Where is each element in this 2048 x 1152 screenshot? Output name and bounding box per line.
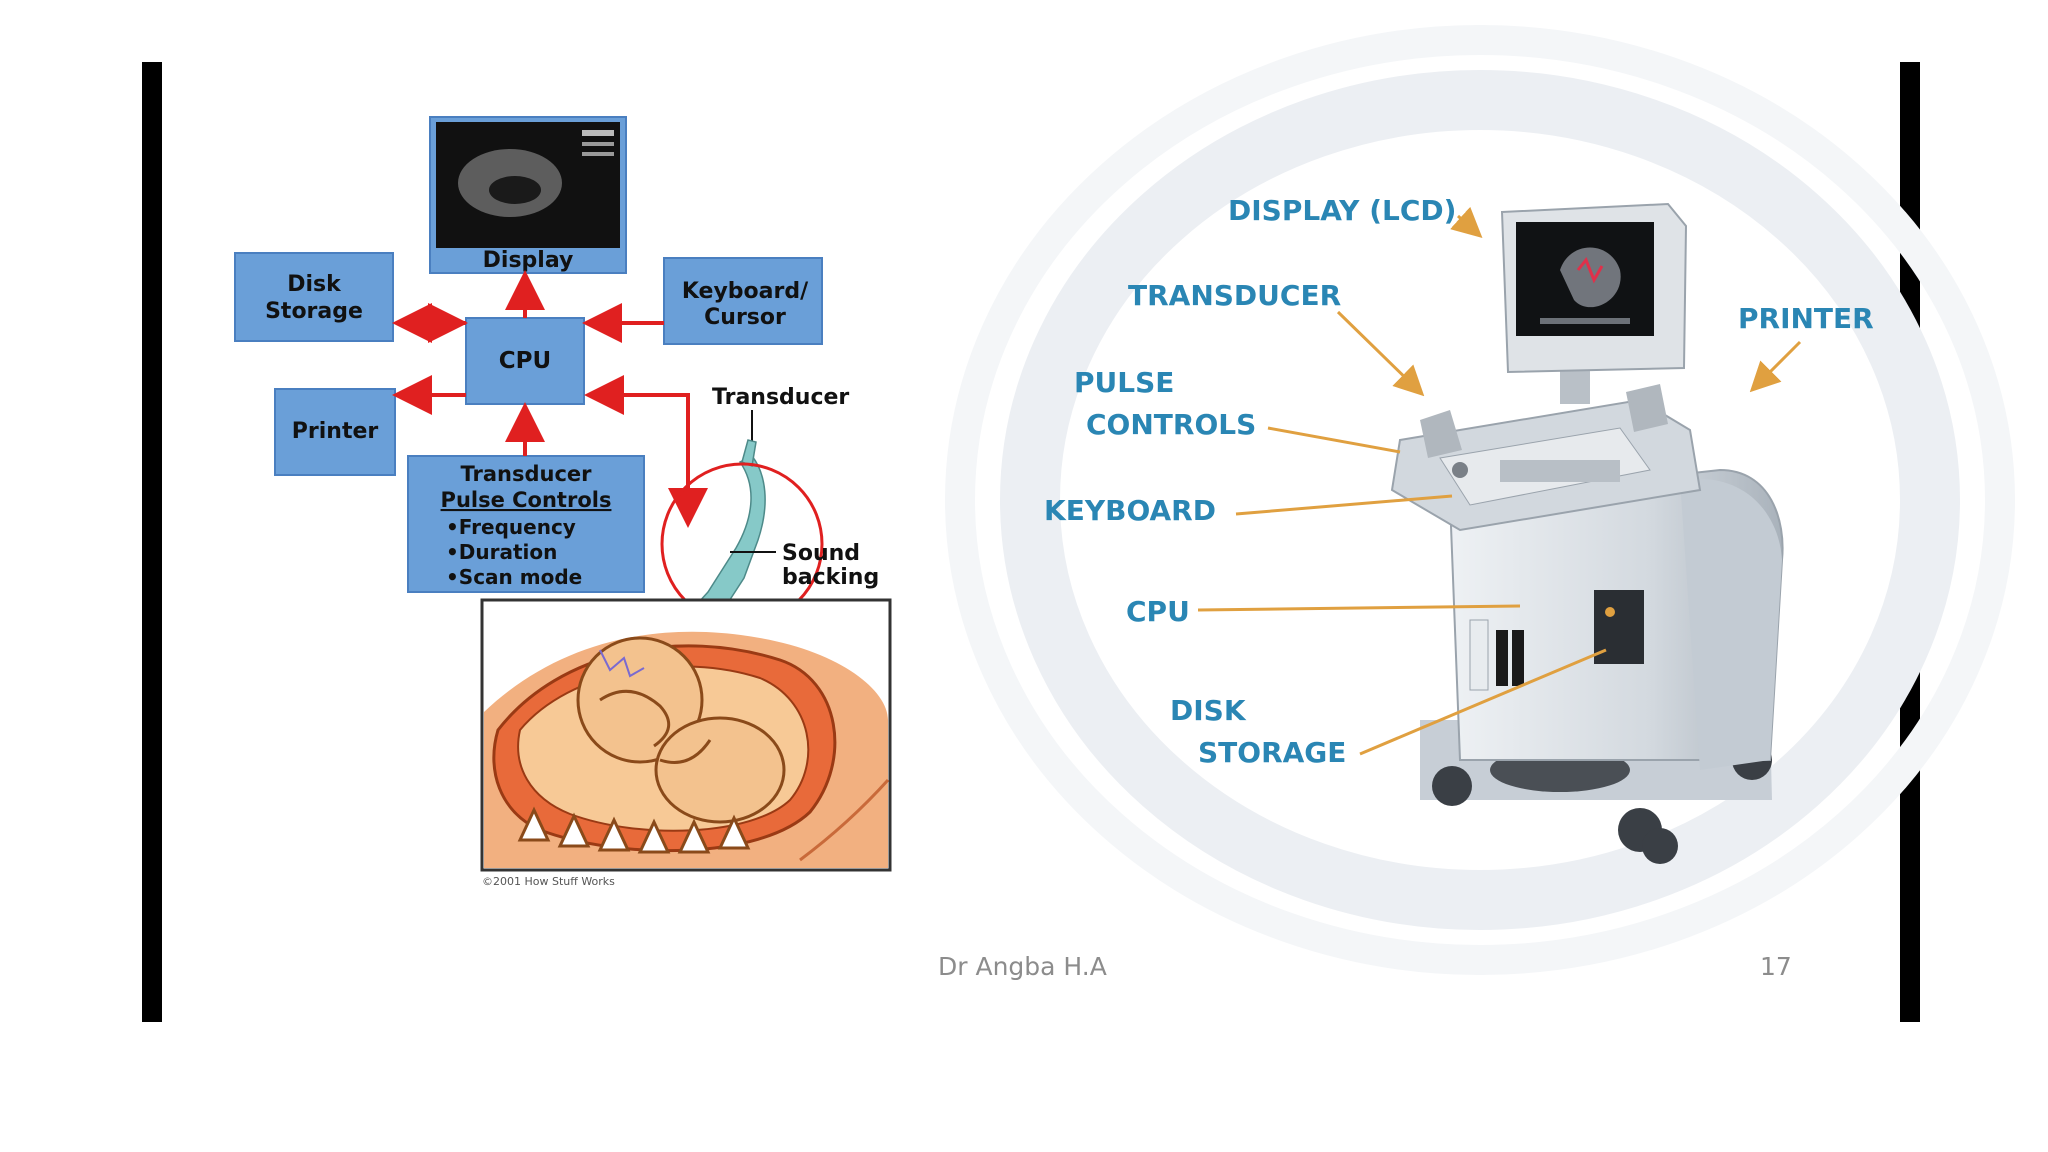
cpu-box-label: CPU xyxy=(499,348,551,374)
copyright-label: ©2001 How Stuff Works xyxy=(482,875,615,888)
machine-labels: DISPLAY (LCD) TRANSDUCER PRINTER PULSE C… xyxy=(1044,194,1874,769)
keyboard-cursor-label-2: Cursor xyxy=(704,305,786,330)
lcd-monitor xyxy=(1500,202,1688,374)
diagram-arrows xyxy=(392,270,708,528)
slide-page-number: 17 xyxy=(1760,952,1792,981)
pulse-controls-item-scan-mode: •Scan mode xyxy=(446,565,582,589)
cpu-box: CPU xyxy=(465,317,585,405)
disk-storage-label-2: Storage xyxy=(265,299,363,324)
footer-author: Dr Angba H.A xyxy=(938,952,1107,981)
pulse-controls-title-2: Pulse Controls xyxy=(441,488,612,512)
pulse-controls-title-1: Transducer xyxy=(460,462,592,486)
printer-box-label: Printer xyxy=(292,419,379,444)
label-cpu: CPU xyxy=(1126,595,1190,628)
sound-backing-label-1: Sound xyxy=(782,541,860,566)
right-machine-diagram: DISPLAY (LCD) TRANSDUCER PRINTER PULSE C… xyxy=(945,25,2015,975)
label-controls: CONTROLS xyxy=(1086,408,1256,441)
label-printer: PRINTER xyxy=(1738,302,1874,335)
display-box-label: Display xyxy=(483,248,574,273)
pulse-controls-item-frequency: •Frequency xyxy=(446,515,576,539)
machine-leader-lines xyxy=(1197,206,1802,756)
label-display-lcd: DISPLAY (LCD) xyxy=(1228,194,1456,227)
left-frame-bar xyxy=(142,62,162,1022)
pulse-controls-box: Transducer Pulse Controls •Frequency •Du… xyxy=(407,455,645,593)
display-box: Display xyxy=(429,116,627,274)
transducer-label: Transducer xyxy=(712,385,849,410)
label-disk: DISK xyxy=(1170,694,1247,727)
left-block-diagram: Display Disk Storage Keyboard/ Cursor CP… xyxy=(234,116,892,888)
pregnancy-illustration xyxy=(480,598,892,872)
keyboard-cursor-box: Keyboard/ Cursor xyxy=(663,257,823,345)
label-keyboard: KEYBOARD xyxy=(1044,494,1216,527)
printer-box: Printer xyxy=(274,388,396,476)
disk-storage-box: Disk Storage xyxy=(234,252,394,342)
ultrasound-machine xyxy=(1390,202,1784,864)
label-storage: STORAGE xyxy=(1198,736,1346,769)
label-pulse: PULSE xyxy=(1074,366,1174,399)
disk-storage-label-1: Disk xyxy=(287,272,342,297)
sound-backing-label-2: backing xyxy=(782,565,879,590)
keyboard-cursor-label-1: Keyboard/ xyxy=(682,279,809,304)
background-halo xyxy=(945,25,2015,975)
pulse-controls-item-duration: •Duration xyxy=(446,540,557,564)
label-transducer: TRANSDUCER xyxy=(1128,279,1341,312)
